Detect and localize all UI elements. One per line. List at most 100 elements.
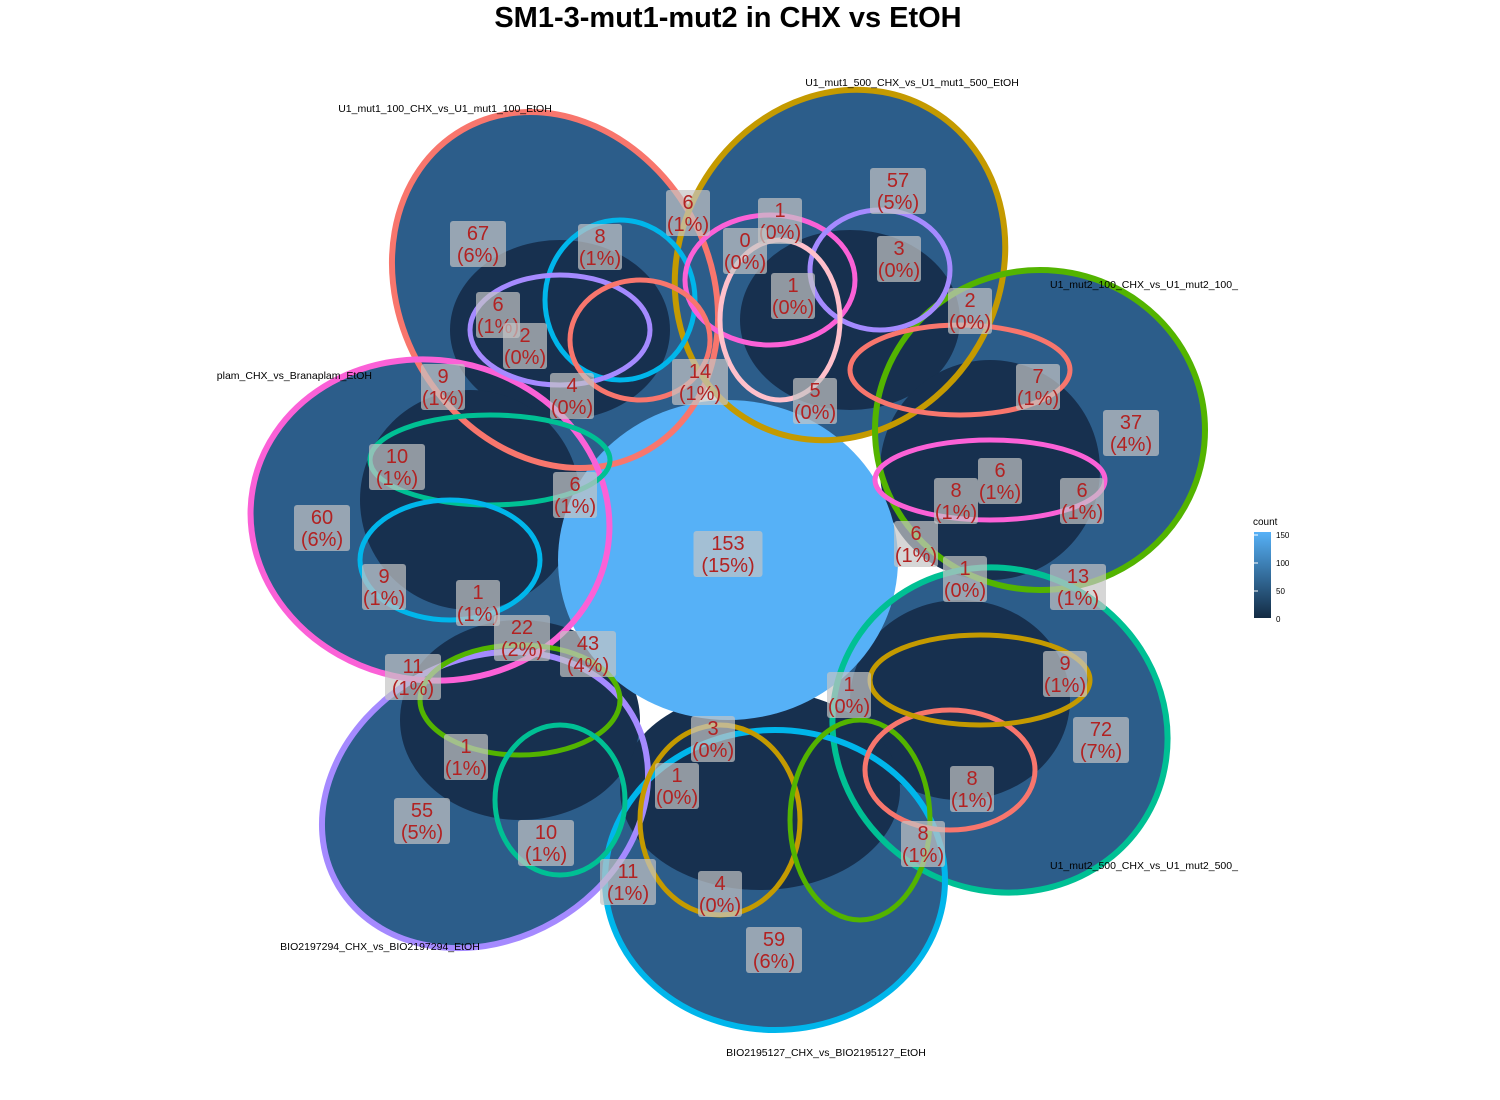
region-count: 14	[689, 361, 711, 383]
region-label: 72(7%)	[1073, 717, 1129, 763]
region-label-box	[600, 859, 656, 905]
region-percent: (6%)	[457, 245, 499, 267]
region-count: 8	[594, 226, 605, 248]
inner-petal-14	[567, 277, 713, 403]
inner-petal-12	[862, 707, 1038, 833]
region-label-box	[456, 580, 500, 626]
region-label-box	[698, 871, 742, 917]
region-count: 5	[809, 380, 820, 402]
region-percent: (0%)	[772, 297, 814, 319]
set-label-4: BIO2195127_CHX_vs_BIO2195127_EtOH	[726, 1047, 926, 1059]
region-label-box	[827, 672, 871, 718]
region-count: 153	[711, 533, 744, 555]
region-count: 6	[569, 474, 580, 496]
region-percent: (1%)	[951, 790, 993, 812]
region-count: 8	[966, 768, 977, 790]
region-label-box	[877, 236, 921, 282]
region-percent: (1%)	[376, 468, 418, 490]
region-label: 1(1%)	[456, 580, 500, 626]
region-label-box	[894, 521, 938, 567]
region-percent: (0%)	[692, 740, 734, 762]
legend-tick-label: 50	[1276, 587, 1285, 596]
region-count: 55	[411, 800, 433, 822]
region-label: 1(0%)	[758, 198, 802, 244]
region-label-box	[518, 820, 574, 866]
region-count: 2	[519, 325, 530, 347]
region-label: 9(1%)	[421, 364, 465, 410]
region-percent: (15%)	[701, 555, 754, 577]
region-label: 55(5%)	[394, 798, 450, 844]
region-percent: (1%)	[525, 844, 567, 866]
region-label: 7(1%)	[1016, 364, 1060, 410]
region-label-box	[1050, 564, 1106, 610]
region-percent: (6%)	[753, 951, 795, 973]
region-percent: (4%)	[1110, 434, 1152, 456]
region-label-box	[578, 224, 622, 270]
region-label: 14(1%)	[672, 359, 728, 405]
region-label: 9(1%)	[362, 564, 406, 610]
region-count: 2	[964, 290, 975, 312]
region-percent: (0%)	[944, 580, 986, 602]
region-percent: (1%)	[392, 678, 434, 700]
legend-tick-label: 0	[1276, 615, 1281, 624]
region-count: 6	[682, 192, 693, 214]
region-label-box	[385, 654, 441, 700]
region-label: 6(1%)	[1060, 478, 1104, 524]
region-label-box	[362, 564, 406, 610]
region-percent: (1%)	[1017, 388, 1059, 410]
region-label-box	[934, 478, 978, 524]
region-count: 60	[311, 507, 333, 529]
region-percent: (5%)	[401, 822, 443, 844]
region-label: 6(1%)	[894, 521, 938, 567]
region-percent: (0%)	[794, 402, 836, 424]
region-label: 4(0%)	[698, 871, 742, 917]
region-percent: (1%)	[1044, 675, 1086, 697]
region-percent: (6%)	[301, 529, 343, 551]
region-label-box	[494, 615, 550, 661]
set-label-2: U1_mut2_100_CHX_vs_U1_mut2_100_	[1050, 279, 1238, 291]
set-label-5: BIO2197294_CHX_vs_BIO2197294_EtOH	[280, 941, 480, 953]
region-count: 1	[472, 582, 483, 604]
region-count: 59	[763, 929, 785, 951]
region-count: 43	[577, 633, 599, 655]
set-ellipse-1	[671, 86, 1009, 444]
region-percent: (0%)	[949, 312, 991, 334]
region-label-box	[870, 168, 926, 214]
region-count: 22	[511, 617, 533, 639]
region-count: 11	[403, 656, 424, 678]
region-count: 6	[492, 294, 503, 316]
region-label: 57(5%)	[870, 168, 926, 214]
region-label-box	[394, 798, 450, 844]
region-label: 1(0%)	[943, 556, 987, 602]
region-label: 1(0%)	[827, 672, 871, 718]
region-count: 6	[994, 460, 1005, 482]
page-title: SM1-3-mut1-mut2 in CHX vs EtOH	[494, 2, 962, 34]
region-label: 153(15%)	[693, 531, 763, 577]
inner-petal-7	[357, 497, 543, 623]
region-label: 67(6%)	[450, 221, 506, 267]
region-label: 4(0%)	[550, 373, 594, 419]
region-percent: (0%)	[759, 222, 801, 244]
region-count: 67	[467, 223, 489, 245]
region-label: 60(6%)	[294, 505, 350, 551]
region-percent: (0%)	[504, 347, 546, 369]
region-label-box	[978, 458, 1022, 504]
region-label: 0(0%)	[723, 228, 767, 274]
legend-title: count	[1253, 517, 1278, 528]
region-count: 72	[1090, 719, 1112, 741]
region-label: 43(4%)	[560, 631, 616, 677]
set-label-3: U1_mut2_500_CHX_vs_U1_mut2_500_	[1050, 860, 1238, 872]
legend-tick-label: 150	[1276, 531, 1290, 540]
region-label: 10(1%)	[369, 444, 425, 490]
region-count: 8	[917, 823, 928, 845]
region-label: 6(1%)	[666, 190, 710, 236]
region-label-box	[672, 359, 728, 405]
region-label-box	[655, 763, 699, 809]
region-label: 3(0%)	[877, 236, 921, 282]
region-label: 3(0%)	[691, 716, 735, 762]
region-percent: (0%)	[878, 260, 920, 282]
region-percent: (1%)	[363, 588, 405, 610]
region-count: 9	[437, 366, 448, 388]
inner-petal-11	[787, 717, 933, 923]
